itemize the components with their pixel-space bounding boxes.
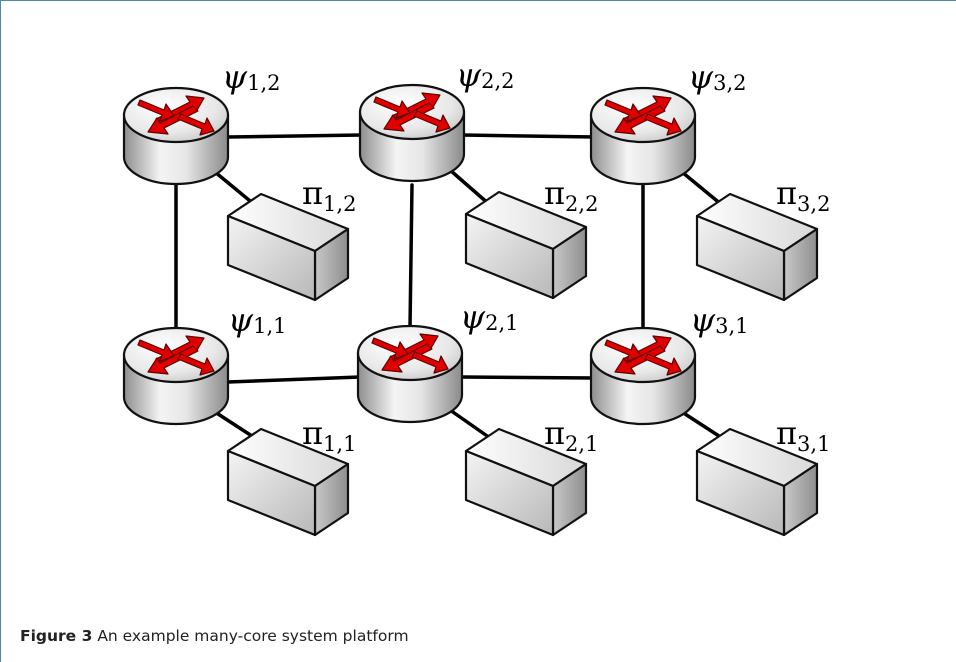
figure-caption: Figure 3 An example many-core system pla…	[20, 627, 409, 645]
router-label-2-2: ψ2,2	[456, 56, 515, 94]
router-label-3-1: ψ3,1	[690, 301, 749, 339]
router-1-1-icon	[122, 326, 230, 426]
core-label-3-2: π3,2	[776, 174, 830, 216]
link-rc-3-1	[680, 410, 724, 440]
link-h-top-1	[226, 133, 364, 139]
link-h-top-2	[460, 133, 597, 139]
link-v-2	[408, 183, 414, 330]
link-rc-1-1	[213, 410, 257, 440]
router-3-1-icon	[589, 326, 697, 426]
router-1-2-icon	[122, 86, 230, 186]
router-2-1-icon	[356, 324, 464, 424]
link-rc-1-2	[213, 170, 257, 207]
mesh-links	[174, 133, 724, 440]
link-h-bottom-1	[226, 375, 362, 384]
router-label-2-1: ψ2,1	[460, 298, 519, 336]
router-label-1-1: ψ1,1	[228, 301, 287, 339]
core-label-2-1: π2,1	[544, 414, 598, 456]
router-3-2-icon	[589, 86, 697, 186]
link-rc-3-2	[680, 170, 724, 207]
link-h-bottom-2	[460, 375, 597, 380]
core-label-2-2: π2,2	[544, 174, 598, 216]
core-label-3-1: π3,1	[776, 414, 830, 456]
router-2-2-icon	[358, 83, 466, 183]
router-label-3-2: ψ3,2	[688, 58, 747, 96]
router-label-1-2: ψ1,2	[222, 58, 281, 96]
core-label-1-1: π1,1	[302, 414, 356, 456]
caption-text: An example many-core system platform	[97, 627, 409, 645]
link-rc-2-1	[448, 408, 492, 440]
link-rc-2-2	[448, 168, 492, 207]
core-label-1-2: π1,2	[302, 174, 356, 216]
figure-number: Figure 3	[20, 627, 93, 645]
